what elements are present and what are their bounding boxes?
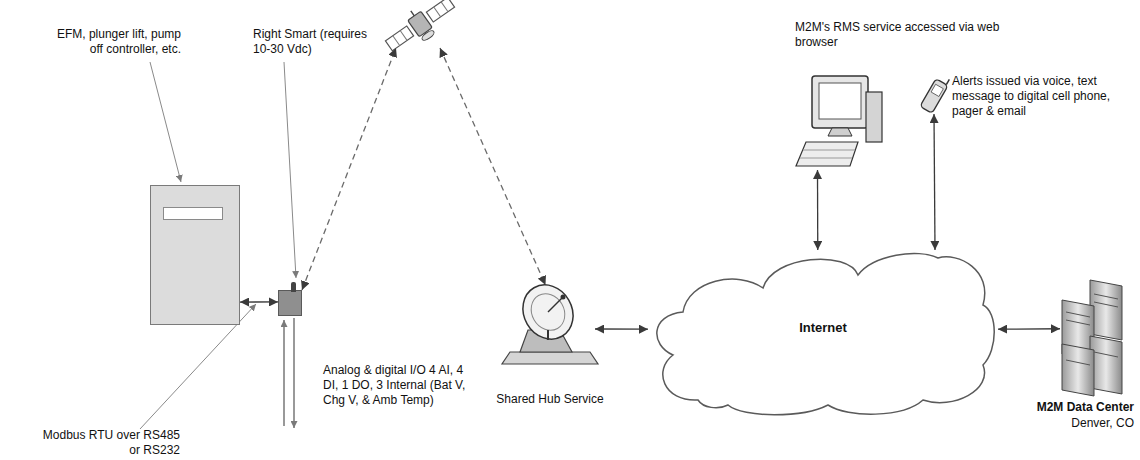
callout-text: M2M's RMS service accessed via web brows… — [795, 20, 1000, 50]
radio-link — [302, 48, 396, 290]
io-note: Analog & digital I/O 4 AI, 4 DI, 1 DO, 3… — [323, 363, 473, 408]
satellite — [380, 2, 460, 48]
connector — [240, 301, 278, 302]
satellite-icon — [380, 0, 461, 60]
connector — [817, 170, 819, 250]
edge-label: Modbus RTU over RS485 or RS232 — [40, 428, 180, 458]
io-wire — [293, 318, 294, 428]
callout-text: Alerts issued via voice, text message to… — [952, 74, 1134, 119]
connector — [998, 328, 1060, 330]
satellite-dish-icon — [502, 276, 598, 364]
data-center-name: M2M Data Center — [1020, 400, 1134, 415]
callout-text: Right Smart (requires 10-30 Vdc) — [253, 27, 379, 57]
web-computer: M2M's RMS service accessed via web brows… — [795, 75, 885, 170]
hub-station: Shared Hub Service — [505, 285, 595, 365]
cell-phone: Alerts issued via voice, text message to… — [920, 78, 948, 114]
data-center: M2M Data CenterDenver, CO — [1060, 278, 1128, 396]
radio-link — [440, 48, 546, 285]
callout-text: EFM, plunger lift, pump off controller, … — [41, 27, 181, 57]
server-icon — [1062, 280, 1122, 396]
controller-box: EFM, plunger lift, pump off controller, … — [150, 185, 240, 325]
leader-line — [150, 62, 181, 182]
cell-phone-icon — [920, 73, 951, 113]
antenna — [291, 282, 296, 292]
hub-label: Shared Hub Service — [488, 392, 612, 407]
computer-icon — [796, 76, 882, 166]
connector — [934, 114, 935, 250]
cloud-label: Internet — [743, 320, 903, 336]
display-slot — [163, 207, 223, 220]
connector — [595, 328, 648, 330]
leader-line — [284, 62, 296, 278]
rtu-device: Right Smart (requires 10-30 Vdc)Analog &… — [278, 290, 302, 316]
io-wire — [283, 320, 284, 426]
data-center-place: Denver, CO — [1020, 416, 1134, 431]
internet-cloud: Internet — [648, 250, 998, 415]
cloud-path — [657, 253, 994, 414]
